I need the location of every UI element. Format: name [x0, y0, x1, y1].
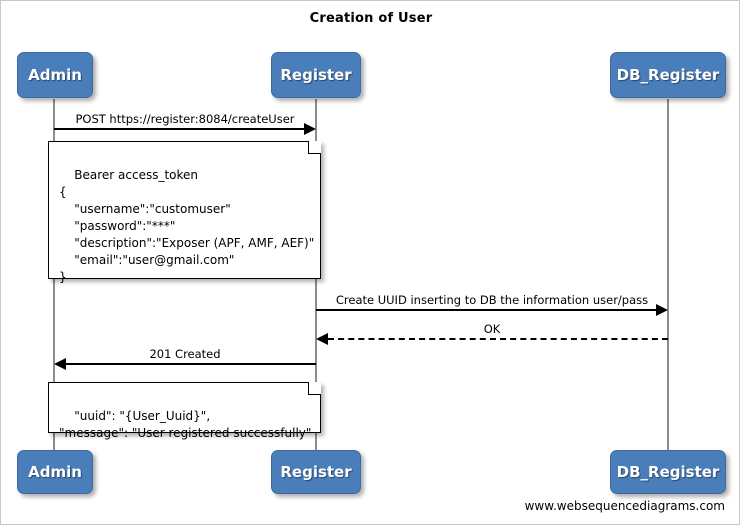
message-arrowhead-post-createuser [304, 123, 316, 135]
note-request-body-text: Bearer access_token { "username":"custom… [59, 168, 315, 284]
message-label-201-created: 201 Created [149, 347, 221, 361]
participant-register-bottom-label: Register [280, 463, 352, 481]
participant-register-top[interactable]: Register [271, 52, 361, 98]
message-arrowhead-ok [316, 333, 328, 345]
lifeline-db-register [667, 99, 669, 451]
note-fold-icon [308, 382, 321, 395]
participant-admin-top[interactable]: Admin [17, 52, 93, 98]
message-line-201-created [66, 363, 316, 365]
message-arrowhead-201-created [54, 358, 66, 370]
message-label-create-uuid: Create UUID inserting to DB the informat… [335, 293, 649, 307]
participant-db-register-bottom-label: DB_Register [616, 463, 720, 481]
note-request-body: Bearer access_token { "username":"custom… [48, 141, 321, 284]
participant-admin-bottom[interactable]: Admin [17, 450, 93, 494]
message-line-ok [328, 338, 668, 340]
participant-register-bottom[interactable]: Register [271, 450, 361, 494]
message-line-create-uuid [316, 309, 656, 311]
message-line-post-createuser [54, 128, 304, 130]
message-label-post-createuser: POST https://register:8084/createUser [75, 112, 295, 126]
participant-db-register-top[interactable]: DB_Register [610, 52, 726, 98]
participant-admin-top-label: Admin [28, 66, 82, 84]
diagram-title: Creation of User [309, 11, 433, 26]
note-response-body-text: "uuid": "{User_Uuid}", "message": "User … [59, 409, 312, 440]
footer-watermark: www.websequencediagrams.com [524, 499, 725, 513]
participant-db-register-bottom[interactable]: DB_Register [610, 450, 726, 494]
note-fold-icon [308, 141, 321, 154]
participant-admin-bottom-label: Admin [28, 463, 82, 481]
message-arrowhead-create-uuid [656, 304, 668, 316]
participant-register-top-label: Register [280, 66, 352, 84]
message-label-ok: OK [483, 322, 501, 336]
note-response-body: "uuid": "{User_Uuid}", "message": "User … [48, 382, 321, 440]
participant-db-register-top-label: DB_Register [616, 66, 720, 84]
